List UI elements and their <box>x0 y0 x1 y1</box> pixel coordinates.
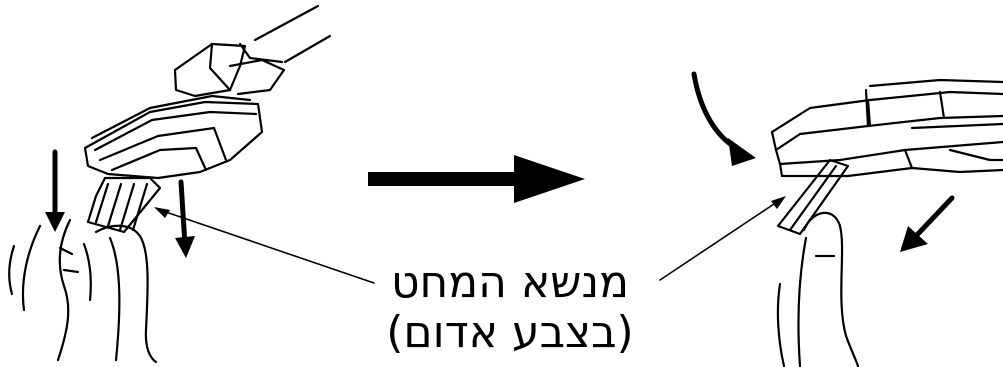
right-arrow-icon <box>368 155 585 203</box>
diagonal-arrow-icon <box>900 198 952 252</box>
needle-holder-label: מנשא המחט (בצבע אדום) <box>340 258 680 358</box>
label-line-2: (בצבע אדום) <box>340 308 680 358</box>
injector-tool-after <box>772 80 1003 366</box>
down-arrow-icon <box>45 152 65 232</box>
label-line-1: מנשא המחט <box>340 258 680 308</box>
down-arrow-icon <box>175 182 195 258</box>
curved-arrow-icon <box>694 74 756 166</box>
